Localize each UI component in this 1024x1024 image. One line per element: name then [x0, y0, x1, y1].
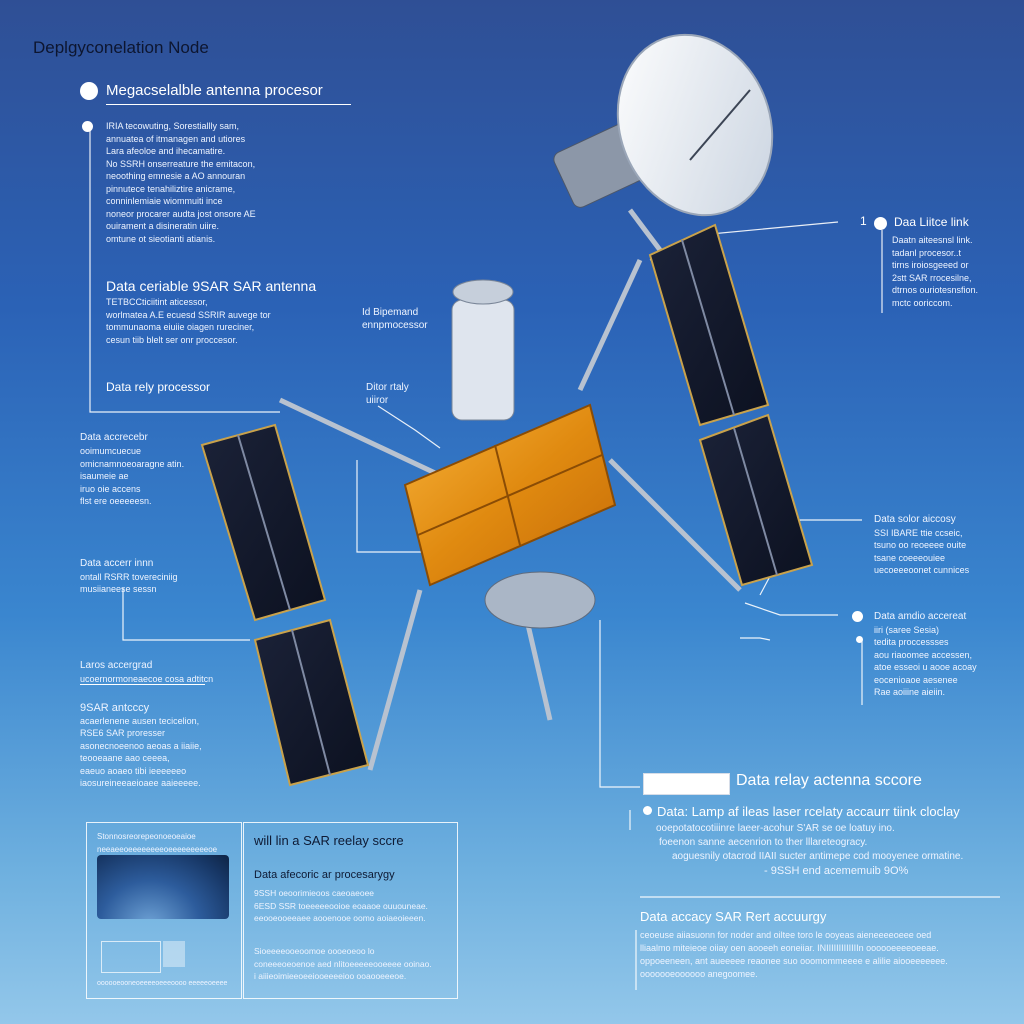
mini-chart-box	[101, 941, 161, 973]
right-label1-number: 1	[860, 214, 867, 228]
panel-mid-head: will lin a SAR reelay sccre	[254, 833, 404, 848]
header-bullet	[80, 82, 98, 100]
left-block1: IRIA tecowuting, Sorestiallly sam,annuat…	[106, 121, 256, 244]
right-solar-array	[648, 223, 814, 587]
panel-mid-sub: Data afecoric ar procesarygy	[254, 869, 395, 881]
left-block2: TETBCCticiitint aticessor,worlmatea A.E …	[106, 297, 271, 345]
mini-qr-icon	[163, 941, 185, 967]
page-title: Deplgyconelation Node	[33, 38, 209, 57]
relay-processor-label: Data rely processor	[106, 380, 211, 394]
left-block6: 9SAR antcccy acaerlenene ausen tecicelio…	[80, 702, 202, 788]
panel-left-foot: oooooeooneoeeeeoeeeoooo eeeeeoeeee	[97, 980, 228, 987]
right-lower-lines2: ceoeuse aiiasuonn for noder and oiltee t…	[640, 930, 948, 979]
right-lower-lines: ooepotatocotiiinre laeer-acohur S'AR se …	[656, 823, 964, 877]
relay-score-bar	[643, 773, 730, 795]
satellite-illustration	[200, 33, 814, 787]
header-underline	[106, 104, 351, 105]
left-block5-rule	[80, 684, 205, 685]
header-label: Megacselalble antenna procesor	[106, 82, 323, 99]
relay-score-label: Data relay actenna sccore	[736, 772, 922, 789]
right-label1: Daa Liitce link	[894, 215, 969, 229]
left-heading-2: Data ceriable 9SAR SAR antenna	[106, 278, 317, 294]
right-block3-bullet	[852, 611, 863, 622]
right-label1-bullet	[874, 217, 887, 230]
right-block3-dot	[856, 636, 863, 643]
left-block1-bullet	[82, 121, 93, 132]
right-lower-head2: Data accacy SAR Rert accuurgy	[640, 909, 827, 924]
dish-antenna	[553, 33, 774, 217]
earth-thumbnail	[97, 855, 229, 919]
left-solar-array	[200, 423, 370, 787]
right-lower-bullet	[643, 806, 652, 815]
satellite-body	[403, 279, 617, 629]
right-lower-head: Data: Lamp af ileas laser rcelaty accaur…	[657, 804, 960, 819]
bottom-mid-panel: will lin a SAR reelay sccre Data afecori…	[243, 822, 458, 999]
